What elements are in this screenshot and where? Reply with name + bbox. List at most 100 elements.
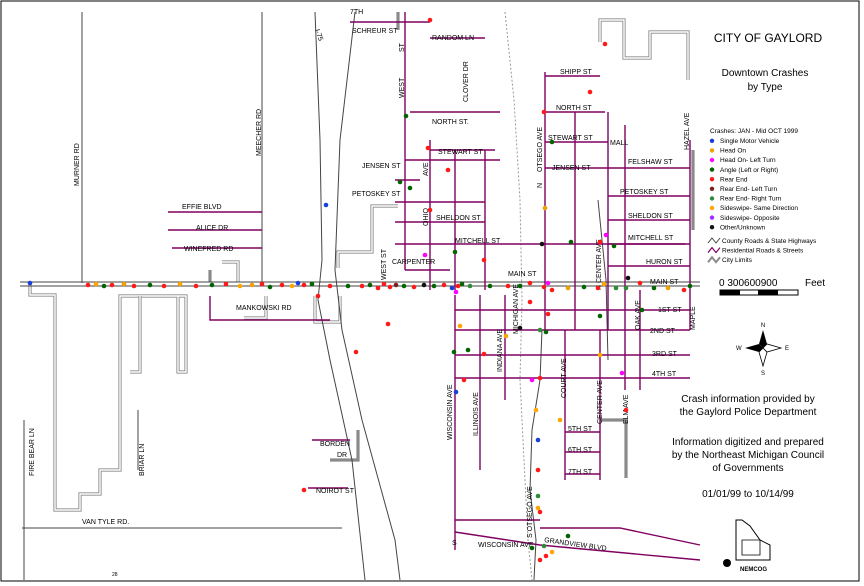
- legend-swatch: [709, 157, 715, 163]
- legend-swatch: [709, 177, 715, 182]
- legend-swatch: [709, 186, 715, 191]
- crash-marker: [542, 205, 548, 211]
- street-jensen-w: JENSEN ST: [362, 163, 401, 170]
- crash-marker: [295, 280, 301, 286]
- street-otsego-n: OTSEGO AVE: [537, 127, 544, 172]
- crash-marker: [517, 283, 523, 289]
- crash-marker: [623, 407, 629, 413]
- crash-marker: [665, 285, 671, 291]
- street-wisconsin-v: WISCONSIN AVE: [447, 384, 454, 440]
- street-6th: 6TH ST: [568, 447, 593, 454]
- east-label: E: [785, 346, 789, 352]
- crash-marker: [431, 283, 437, 289]
- crash-marker: [565, 533, 571, 539]
- crash-marker: [537, 557, 543, 563]
- street-west-s: WEST ST: [381, 248, 388, 280]
- street-sheldon-e: SHELDON ST: [628, 213, 673, 220]
- legend-swatch: [709, 196, 715, 201]
- crash-marker: [323, 202, 329, 208]
- credit-line-5: of Governments: [712, 463, 783, 474]
- street-winefred: WINEFRED RD: [184, 246, 233, 253]
- crash-marker: [259, 281, 265, 287]
- crash-marker: [503, 333, 509, 339]
- crash-marker: [451, 349, 457, 355]
- crash-marker: [427, 17, 433, 23]
- crash-marker: [543, 329, 549, 335]
- crash-marker: [543, 553, 549, 559]
- crash-marker: [527, 299, 533, 305]
- crash-marker: [421, 282, 427, 288]
- street-ohio-ave: AVE: [423, 162, 430, 176]
- crash-marker: [529, 545, 535, 551]
- crash-marker: [403, 113, 409, 119]
- street-murner: MURNER RD: [74, 143, 81, 186]
- street-2nd: 2ND ST: [650, 328, 676, 335]
- crash-marker: [401, 283, 407, 289]
- legend-label: Single Motor Vehicle: [720, 138, 780, 145]
- crash-marker: [27, 280, 33, 286]
- legend-label: Other/Unknown: [720, 224, 766, 231]
- crash-marker: [109, 282, 115, 288]
- crash-marker: [315, 293, 321, 299]
- credit-line-1: Crash information provided by: [681, 394, 814, 405]
- credit-line-4: by the Northeast Michigan Council: [672, 450, 824, 461]
- crash-marker: [529, 377, 535, 383]
- crash-marker: [537, 327, 543, 333]
- street-petoskey-w: PETOSKEY ST: [352, 191, 401, 198]
- crash-marker: [85, 282, 91, 288]
- street-mitchell-w: MITCHELL ST: [455, 238, 501, 245]
- credit-line-2: the Gaylord Police Department: [680, 407, 817, 418]
- legend-label: Rear End- Right Turn: [720, 196, 782, 203]
- crash-marker: [539, 241, 545, 247]
- crash-marker: [545, 280, 551, 286]
- crash-marker: [597, 239, 603, 245]
- legend-swatch: [709, 205, 715, 211]
- crash-marker: [411, 284, 417, 290]
- street-shipp: SHIPP ST: [560, 69, 592, 76]
- street-briar: BRIAR LN: [139, 444, 146, 476]
- crash-marker: [613, 285, 619, 291]
- street-effie: EFFIE BLVD: [182, 204, 222, 211]
- crash-marker: [637, 280, 643, 286]
- street-center-n: N CENTER AVE: [596, 239, 603, 290]
- crash-marker: [425, 145, 431, 151]
- crash-marker: [177, 281, 183, 287]
- map-title: CITY OF GAYLORD: [714, 31, 823, 45]
- north-arrow: N S E W: [736, 323, 789, 377]
- crash-marker: [557, 417, 563, 423]
- logo-text: NEMCOG: [740, 567, 767, 573]
- crash-marker: [611, 243, 617, 249]
- street-3rd: 3RD ST: [652, 351, 678, 358]
- south-label: S: [761, 371, 765, 377]
- street-wisconsin-s: WISCONSIN AVE: [478, 542, 534, 549]
- railroad: [504, 11, 533, 581]
- crash-marker: [422, 252, 428, 258]
- crash-marker: [517, 325, 523, 331]
- legend-swatch: [709, 225, 715, 230]
- crash-marker: [385, 321, 391, 327]
- scale-bar: 0 300600900 Feet: [719, 278, 825, 296]
- crash-marker: [441, 282, 447, 288]
- crash-marker: [545, 311, 551, 317]
- street-mitchell-e: MITCHELL ST: [628, 235, 674, 242]
- street-schreur: SCHREUR ST: [352, 28, 398, 35]
- crash-marker: [301, 282, 307, 288]
- legend-swatch: [709, 148, 715, 153]
- street-7th-s: 7TH ST: [568, 469, 593, 476]
- crash-marker: [393, 282, 399, 288]
- crash-marker: [541, 109, 547, 115]
- street-north-w: NORTH ST.: [432, 119, 469, 126]
- legend-swatch: [709, 167, 715, 172]
- residential-streets: [168, 12, 701, 561]
- legend-line-swatch: [707, 255, 721, 264]
- street-hazel: HAZEL AVE: [684, 112, 691, 150]
- legend-swatch: [709, 215, 715, 220]
- credit-line-3: Information digitized and prepared: [672, 437, 824, 448]
- credits: Crash information provided by the Gaylor…: [672, 394, 824, 500]
- legend-label: Head On: [720, 148, 746, 155]
- crash-marker: [93, 281, 99, 287]
- legend: Crashes: JAN - Mid OCT 1999 Single Motor…: [707, 128, 817, 264]
- street-random: RANDOM LN: [432, 35, 474, 42]
- crash-marker: [537, 509, 543, 515]
